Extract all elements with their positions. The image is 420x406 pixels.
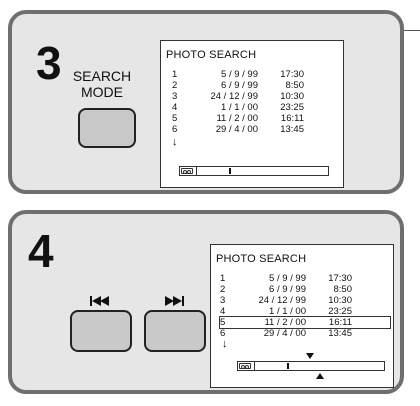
row-index: 3 [172, 91, 178, 102]
row-index: 4 [172, 102, 178, 113]
row-date: 11 / 2 / 00 [216, 113, 258, 124]
row-index: 3 [220, 295, 226, 306]
row-date: 29 / 4 / 00 [263, 328, 306, 339]
row-time: 16:11 [280, 113, 304, 124]
next-button[interactable] [144, 310, 206, 352]
list-item: 4 1 / 1 / 00 23:25 [220, 306, 390, 317]
list-item: 1 5 / 9 / 99 17:30 [220, 273, 390, 284]
list-item: 6 29 / 4 / 00 13:45 [172, 124, 322, 135]
skip-next-icon [164, 296, 184, 306]
list-item: 2 6 / 9 / 99 8:50 [172, 80, 322, 91]
row-time: 8:50 [285, 80, 305, 91]
list-item-selected: 5 11 / 2 / 00 16:11 [219, 316, 391, 329]
step-4-panel: 4 PHOTO SEARCH 1 5 / 9 / 99 17:30 2 6 / … [8, 210, 404, 394]
row-time: 13:45 [328, 328, 352, 339]
search-mode-caption: SEARCH MODE [64, 68, 140, 100]
row-time: 10:30 [280, 91, 304, 102]
cassette-icon [181, 168, 193, 174]
list-item: 5 11 / 2 / 00 16:11 [172, 113, 322, 124]
row-date: 11 / 2 / 00 [264, 317, 306, 328]
cassette-icon [239, 363, 251, 369]
list-item: 3 24 / 12 / 99 10:30 [220, 295, 390, 306]
step-number: 4 [28, 225, 54, 277]
previous-button[interactable] [70, 310, 132, 352]
list-item: 6 29 / 4 / 00 13:45 [220, 328, 390, 339]
step-3-panel: 3 SEARCH MODE PHOTO SEARCH 1 5 / 9 / 99 … [8, 10, 404, 194]
tape-position-marker [287, 363, 289, 369]
tape-counter-bar [237, 361, 385, 371]
row-time: 13:45 [280, 124, 304, 135]
list-item: 2 6 / 9 / 99 8:50 [220, 284, 390, 295]
list-item: 3 24 / 12 / 99 10:30 [172, 91, 322, 102]
photo-search-list: 1 5 / 9 / 99 17:30 2 6 / 9 / 99 8:50 3 2… [219, 273, 391, 339]
counter-divider [254, 362, 255, 370]
target-up-marker-icon [316, 373, 324, 379]
screen-title: PHOTO SEARCH [166, 49, 257, 61]
row-index: 2 [220, 284, 226, 295]
photo-search-list: 1 5 / 9 / 99 17:30 2 6 / 9 / 99 8:50 3 2… [172, 69, 322, 135]
row-date: 24 / 12 / 99 [210, 91, 258, 102]
list-item: 1 5 / 9 / 99 17:30 [172, 69, 322, 80]
row-index: 1 [172, 69, 178, 80]
lcd-screen: PHOTO SEARCH 1 5 / 9 / 99 17:30 2 6 / 9 … [160, 40, 344, 188]
row-time: 10:30 [328, 295, 352, 306]
search-mode-button[interactable] [78, 108, 136, 148]
search-mode-caption-line2: MODE [81, 84, 123, 100]
row-index: 5 [172, 113, 178, 124]
skip-previous-icon [90, 296, 110, 306]
row-index: 2 [172, 80, 178, 91]
row-time: 8:50 [333, 284, 353, 295]
row-index: 6 [172, 124, 178, 135]
row-time: 23:25 [328, 306, 352, 317]
target-down-marker-icon [306, 353, 314, 359]
row-date: 24 / 12 / 99 [258, 295, 306, 306]
more-down-icon: ↓ [172, 136, 178, 148]
screen-title: PHOTO SEARCH [216, 253, 307, 265]
row-date: 1 / 1 / 00 [269, 306, 306, 317]
row-date: 5 / 9 / 99 [221, 69, 258, 80]
lcd-screen: PHOTO SEARCH 1 5 / 9 / 99 17:30 2 6 / 9 … [210, 244, 394, 388]
row-date: 6 / 9 / 99 [221, 80, 258, 91]
row-time: 17:30 [280, 69, 304, 80]
row-index: 6 [220, 328, 226, 339]
row-date: 29 / 4 / 00 [215, 124, 258, 135]
list-item: 4 1 / 1 / 00 23:25 [172, 102, 322, 113]
counter-divider [196, 167, 197, 175]
row-date: 1 / 1 / 00 [221, 102, 258, 113]
row-time: 16:11 [328, 317, 352, 328]
search-mode-caption-line1: SEARCH [72, 68, 132, 84]
tape-counter-bar [179, 166, 329, 176]
step-number: 3 [36, 37, 62, 89]
row-date: 5 / 9 / 99 [269, 273, 306, 284]
row-index: 1 [220, 273, 226, 284]
row-date: 6 / 9 / 99 [269, 284, 306, 295]
row-time: 23:25 [280, 102, 304, 113]
row-index: 5 [220, 317, 226, 328]
tape-position-marker [229, 168, 231, 174]
row-time: 17:30 [328, 273, 352, 284]
more-down-icon: ↓ [222, 338, 228, 350]
row-index: 4 [220, 306, 226, 317]
